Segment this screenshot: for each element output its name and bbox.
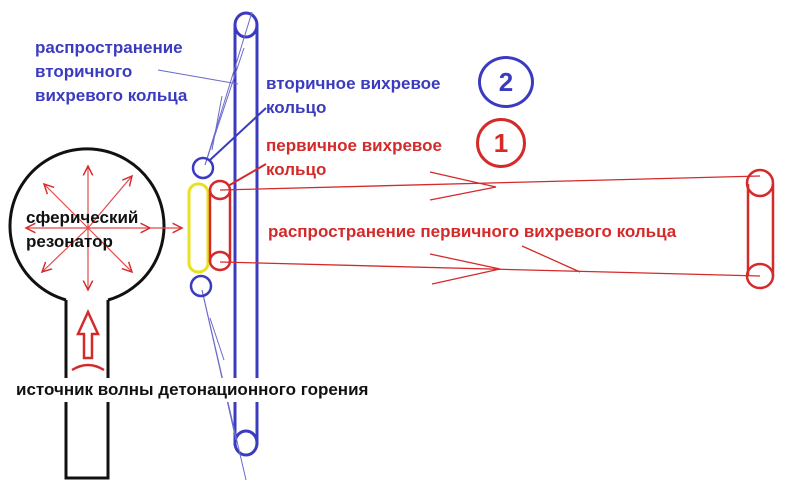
resonator-outline xyxy=(8,147,166,302)
secondary-ring-top-cap xyxy=(233,11,259,39)
primary-ring-label: первичное вихревое кольцо xyxy=(266,134,442,182)
primary-propagation-label: распространение первичного вихревого кол… xyxy=(268,222,677,241)
secondary-propagation-line-2: вторичного xyxy=(35,62,133,81)
wave-source-line-3: горения xyxy=(300,378,369,402)
resonator-wave-arrows xyxy=(26,166,182,290)
primary-propagation-lines xyxy=(219,171,761,285)
primary-arrow-upper xyxy=(429,171,497,201)
resonator-label: сферический резонатор xyxy=(26,206,138,254)
emission-zone xyxy=(187,182,210,274)
secondary-propagation-line-1: распространение xyxy=(35,38,183,57)
secondary-ring-leader xyxy=(209,107,267,161)
resonator-line-2: резонатор xyxy=(26,232,113,251)
secondary-ring-line-2: кольцо xyxy=(266,98,327,117)
source-flame-arc xyxy=(71,363,105,372)
secondary-number-badge: 2 xyxy=(478,56,534,108)
secondary-propagation-leader xyxy=(157,69,239,85)
primary-ring-line-1: первичное вихревое xyxy=(266,136,442,155)
primary-label-leader xyxy=(521,245,581,273)
secondary-ring-cross-sections xyxy=(189,156,215,298)
wave-arrow-down-right xyxy=(87,227,132,272)
primary-ring-origin xyxy=(208,179,232,272)
secondary-ring-bottom-cap xyxy=(233,429,259,457)
wave-source-line-2: детонационного xyxy=(158,378,296,402)
secondary-propagation-line-3: вихревого кольца xyxy=(35,86,188,105)
primary-arrow-lower xyxy=(429,253,501,285)
wave-arrow-up-right xyxy=(87,176,132,229)
resonator-line-1: сферический xyxy=(26,208,139,227)
wave-source-line-1: источник волны xyxy=(16,378,154,402)
secondary-ring-bottom-section xyxy=(189,274,213,298)
secondary-ring-label: вторичное вихревое кольцо xyxy=(266,72,441,120)
source-up-arrow xyxy=(71,308,105,372)
secondary-ring-top-section xyxy=(191,156,215,180)
secondary-vortex-ring xyxy=(233,11,259,457)
primary-number-badge: 1 xyxy=(476,118,526,168)
wave-source-label: источник волны детонационного горения xyxy=(16,378,369,402)
wave-arrow-up-left xyxy=(44,184,89,229)
wave-arrow-down-left xyxy=(42,227,89,272)
primary-ring-line-2: кольцо xyxy=(266,160,327,179)
secondary-ring-line-1: вторичное вихревое xyxy=(266,74,441,93)
primary-ring-leader xyxy=(227,163,267,187)
secondary-propagation-label: распространение вторичного вихревого кол… xyxy=(35,36,187,108)
primary-ring-travelling xyxy=(745,168,775,290)
